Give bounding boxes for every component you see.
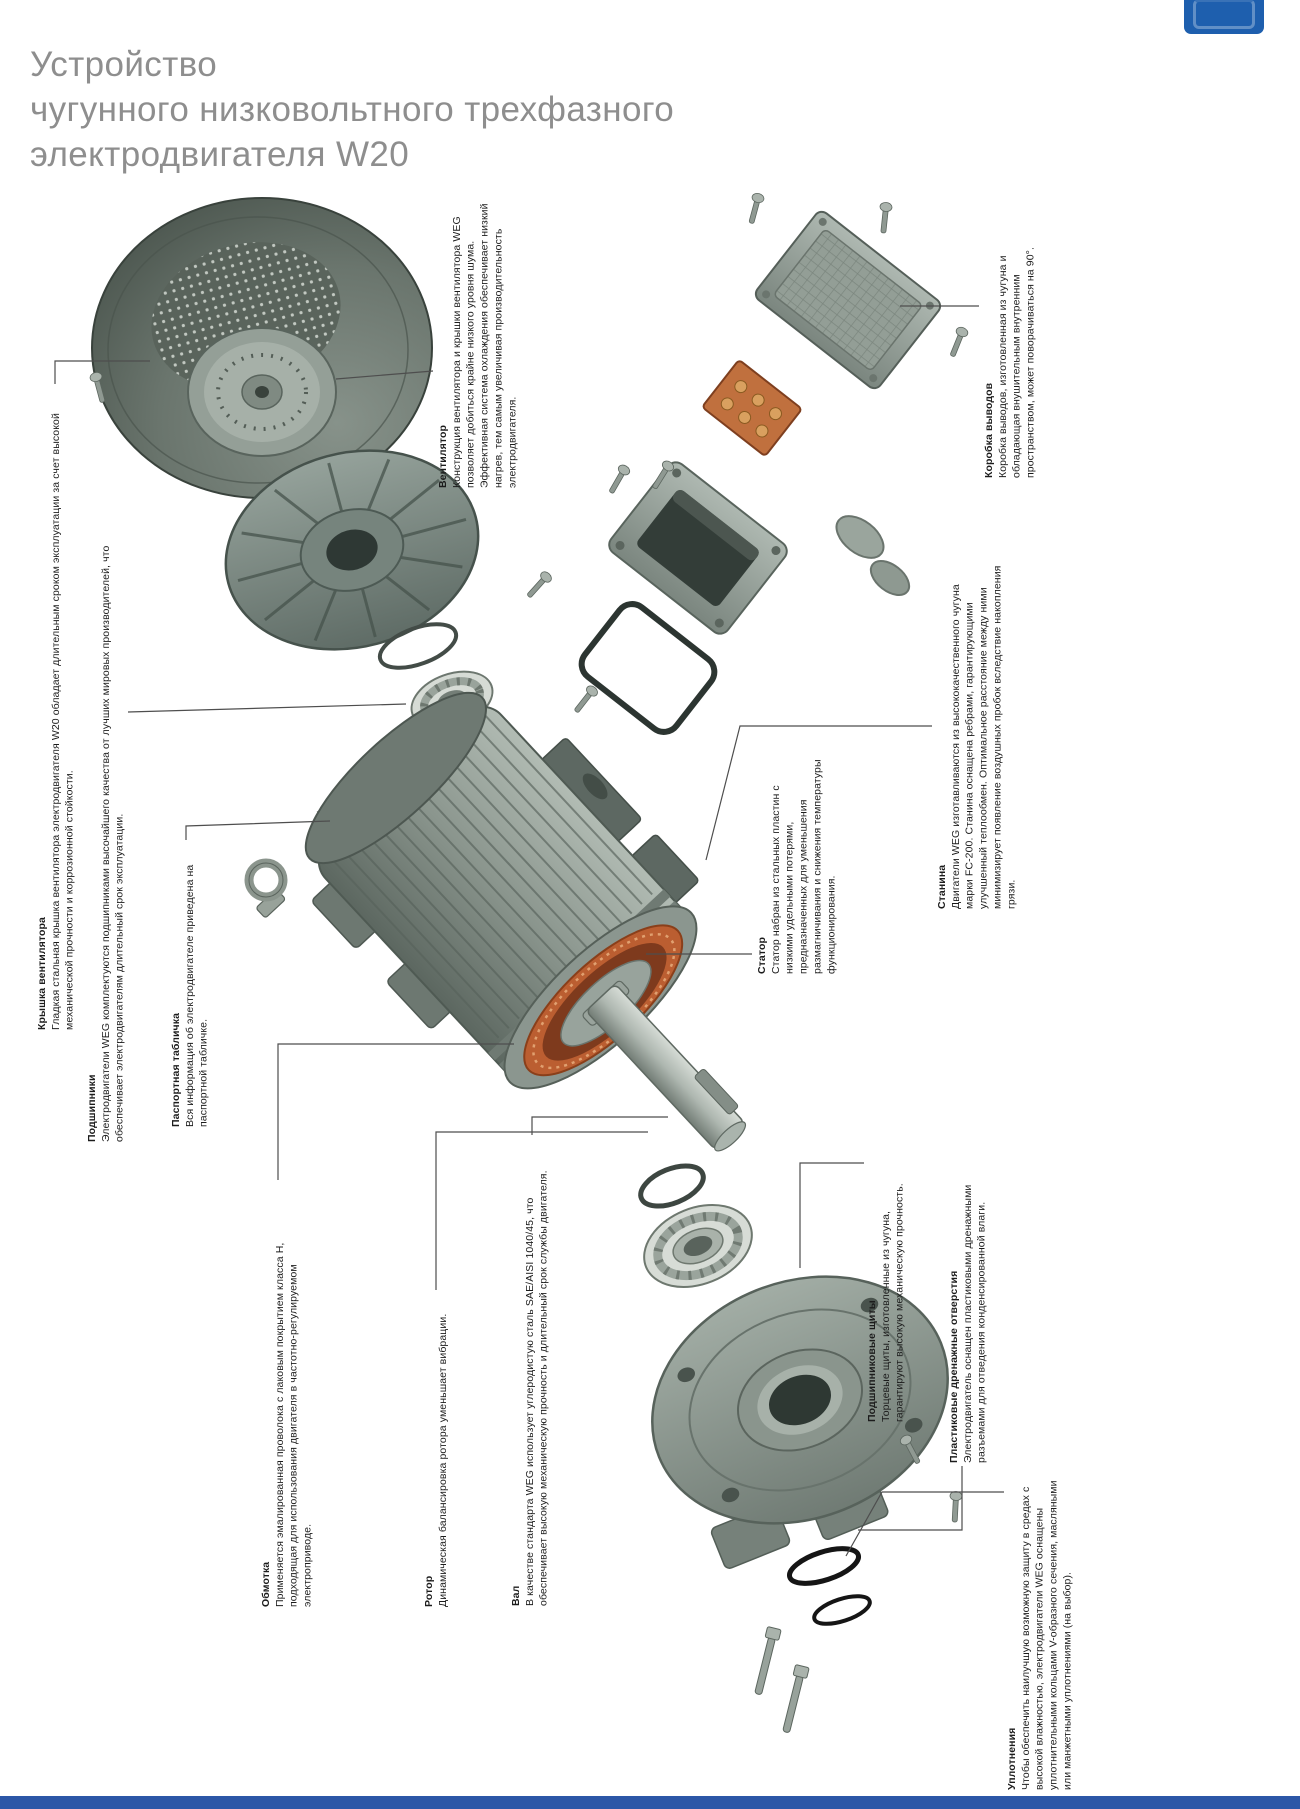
leader-drain-holes [858,1466,963,1531]
label-nameplate: Паспортная табличка Вся информация об эл… [170,843,212,1127]
leader-fan-cover [54,360,150,384]
leader-fan [335,370,434,380]
label-drain-holes-title: Пластиковые дренажные отверстия [948,1270,960,1463]
part-eye-bolt [244,858,288,918]
leader-winding [277,1043,514,1180]
label-terminal-box: Коробка выводов Коробка выводов, изготов… [983,226,1038,478]
part-fan-cover [91,197,433,499]
leader-seals [845,1491,1004,1557]
label-bearings-body: Электродвигатели WEG комплектуются подши… [99,545,126,1142]
label-winding-title: Обмотка [260,1561,272,1607]
leader-shaft [531,1116,668,1135]
part-bearing-rear [643,1203,753,1289]
label-rotor-body: Динамическая балансировка ротора уменьша… [436,1313,449,1607]
label-shaft-body: В качестве стандарта WEG использует угле… [523,1170,550,1606]
label-terminal-box-title: Коробка выводов [983,382,995,478]
label-rotor: Ротор Динамическая балансировка ротора у… [423,1293,451,1607]
label-fan-title: Вентилятор [437,425,449,488]
leader-end-shields [799,1162,864,1268]
part-terminal-block [702,360,802,456]
label-shaft-title: Вал [510,1585,522,1606]
label-fan-body: Конструкция вентилятора и крышки вентиля… [450,203,519,488]
label-stator-title: Статор [756,937,768,974]
label-stator-body: Статор набран из стальных пластин с низк… [769,759,838,974]
label-fan-cover-title: Крышка вентилятора [36,917,48,1030]
page-title-line2: чугунного низковольтного трехфазного [30,90,675,129]
part-oval-cap-large [835,515,885,559]
part-oval-cap-small [869,560,911,596]
part-seal-ring-large [786,1546,862,1586]
label-nameplate-body: Вся информация об электродвигателе приве… [183,864,210,1127]
label-shaft: Вал В качестве стандарта WEG использует … [510,1138,552,1606]
label-bearings: Подшипники Электродвигатели WEG комплект… [86,478,128,1142]
part-terminal-box-body [608,461,788,635]
label-frame: Станина Двигатели WEG изготавливаются из… [936,553,1019,909]
label-fan-cover-body: Гладкая стальная крышка вентилятора элек… [49,413,76,1030]
part-fan [224,449,480,651]
label-terminal-box-body: Коробка выводов, изготовленная из чугуна… [996,247,1037,478]
page-title-line1: Устройство [30,45,218,84]
part-motor-frame [304,691,747,1152]
label-seals: Уплотнения Чтобы обеспечить наилучшую во… [1006,1478,1075,1790]
part-o-ring [377,622,459,670]
label-end-shields: Подшипниковые щиты Торцевые щиты, изгото… [866,1158,908,1422]
label-fan-cover: Крышка вентилятора Гладкая стальная крыш… [36,388,78,1030]
label-fan: Вентилятор Конструкция вентилятора и кры… [437,198,520,488]
part-circlip [638,1163,706,1209]
label-winding-body: Применяется эмалированная проволока с ла… [273,1242,314,1607]
label-rotor-title: Ротор [423,1575,435,1607]
page-title-line3: электродвигателя W20 [30,135,410,174]
label-drain-holes-body: Электродвигатель оснащен пластиковыми др… [961,1184,988,1463]
part-gasket [578,601,718,735]
part-end-shield [651,1275,949,1569]
leader-frame [705,725,932,861]
leader-rotor [435,1131,648,1290]
part-terminal-box-cover [754,210,942,390]
weg-logo-icon [1184,0,1264,34]
label-stator: Статор Статор набран из стальных пластин… [756,742,839,974]
label-winding: Обмотка Применяется эмалированная провол… [260,1183,315,1607]
label-drain-holes: Пластиковые дренажные отверстия Электрод… [948,1163,990,1463]
label-seals-body: Чтобы обеспечить наилучшую возможную защ… [1019,1480,1074,1790]
label-end-shields-body: Торцевые щиты, изготовленные из чугуна, … [879,1183,906,1422]
leader-nameplate [185,820,331,840]
leader-bearings [127,703,407,713]
label-nameplate-title: Паспортная табличка [170,1012,182,1127]
label-frame-title: Станина [936,864,948,909]
leader-lines [54,305,1004,1557]
footer-bar [0,1796,1300,1809]
label-seals-title: Уплотнения [1006,1727,1018,1790]
label-frame-body: Двигатели WEG изготавливаются из высокок… [949,565,1018,909]
label-end-shields-title: Подшипниковые щиты [866,1300,878,1422]
weg-logo-mark [1193,0,1255,29]
part-seal-ring-small [812,1594,872,1626]
page-title: Устройство чугунного низковольтного трех… [30,42,674,177]
label-bearings-title: Подшипники [86,1074,98,1142]
part-shaft [582,980,747,1152]
